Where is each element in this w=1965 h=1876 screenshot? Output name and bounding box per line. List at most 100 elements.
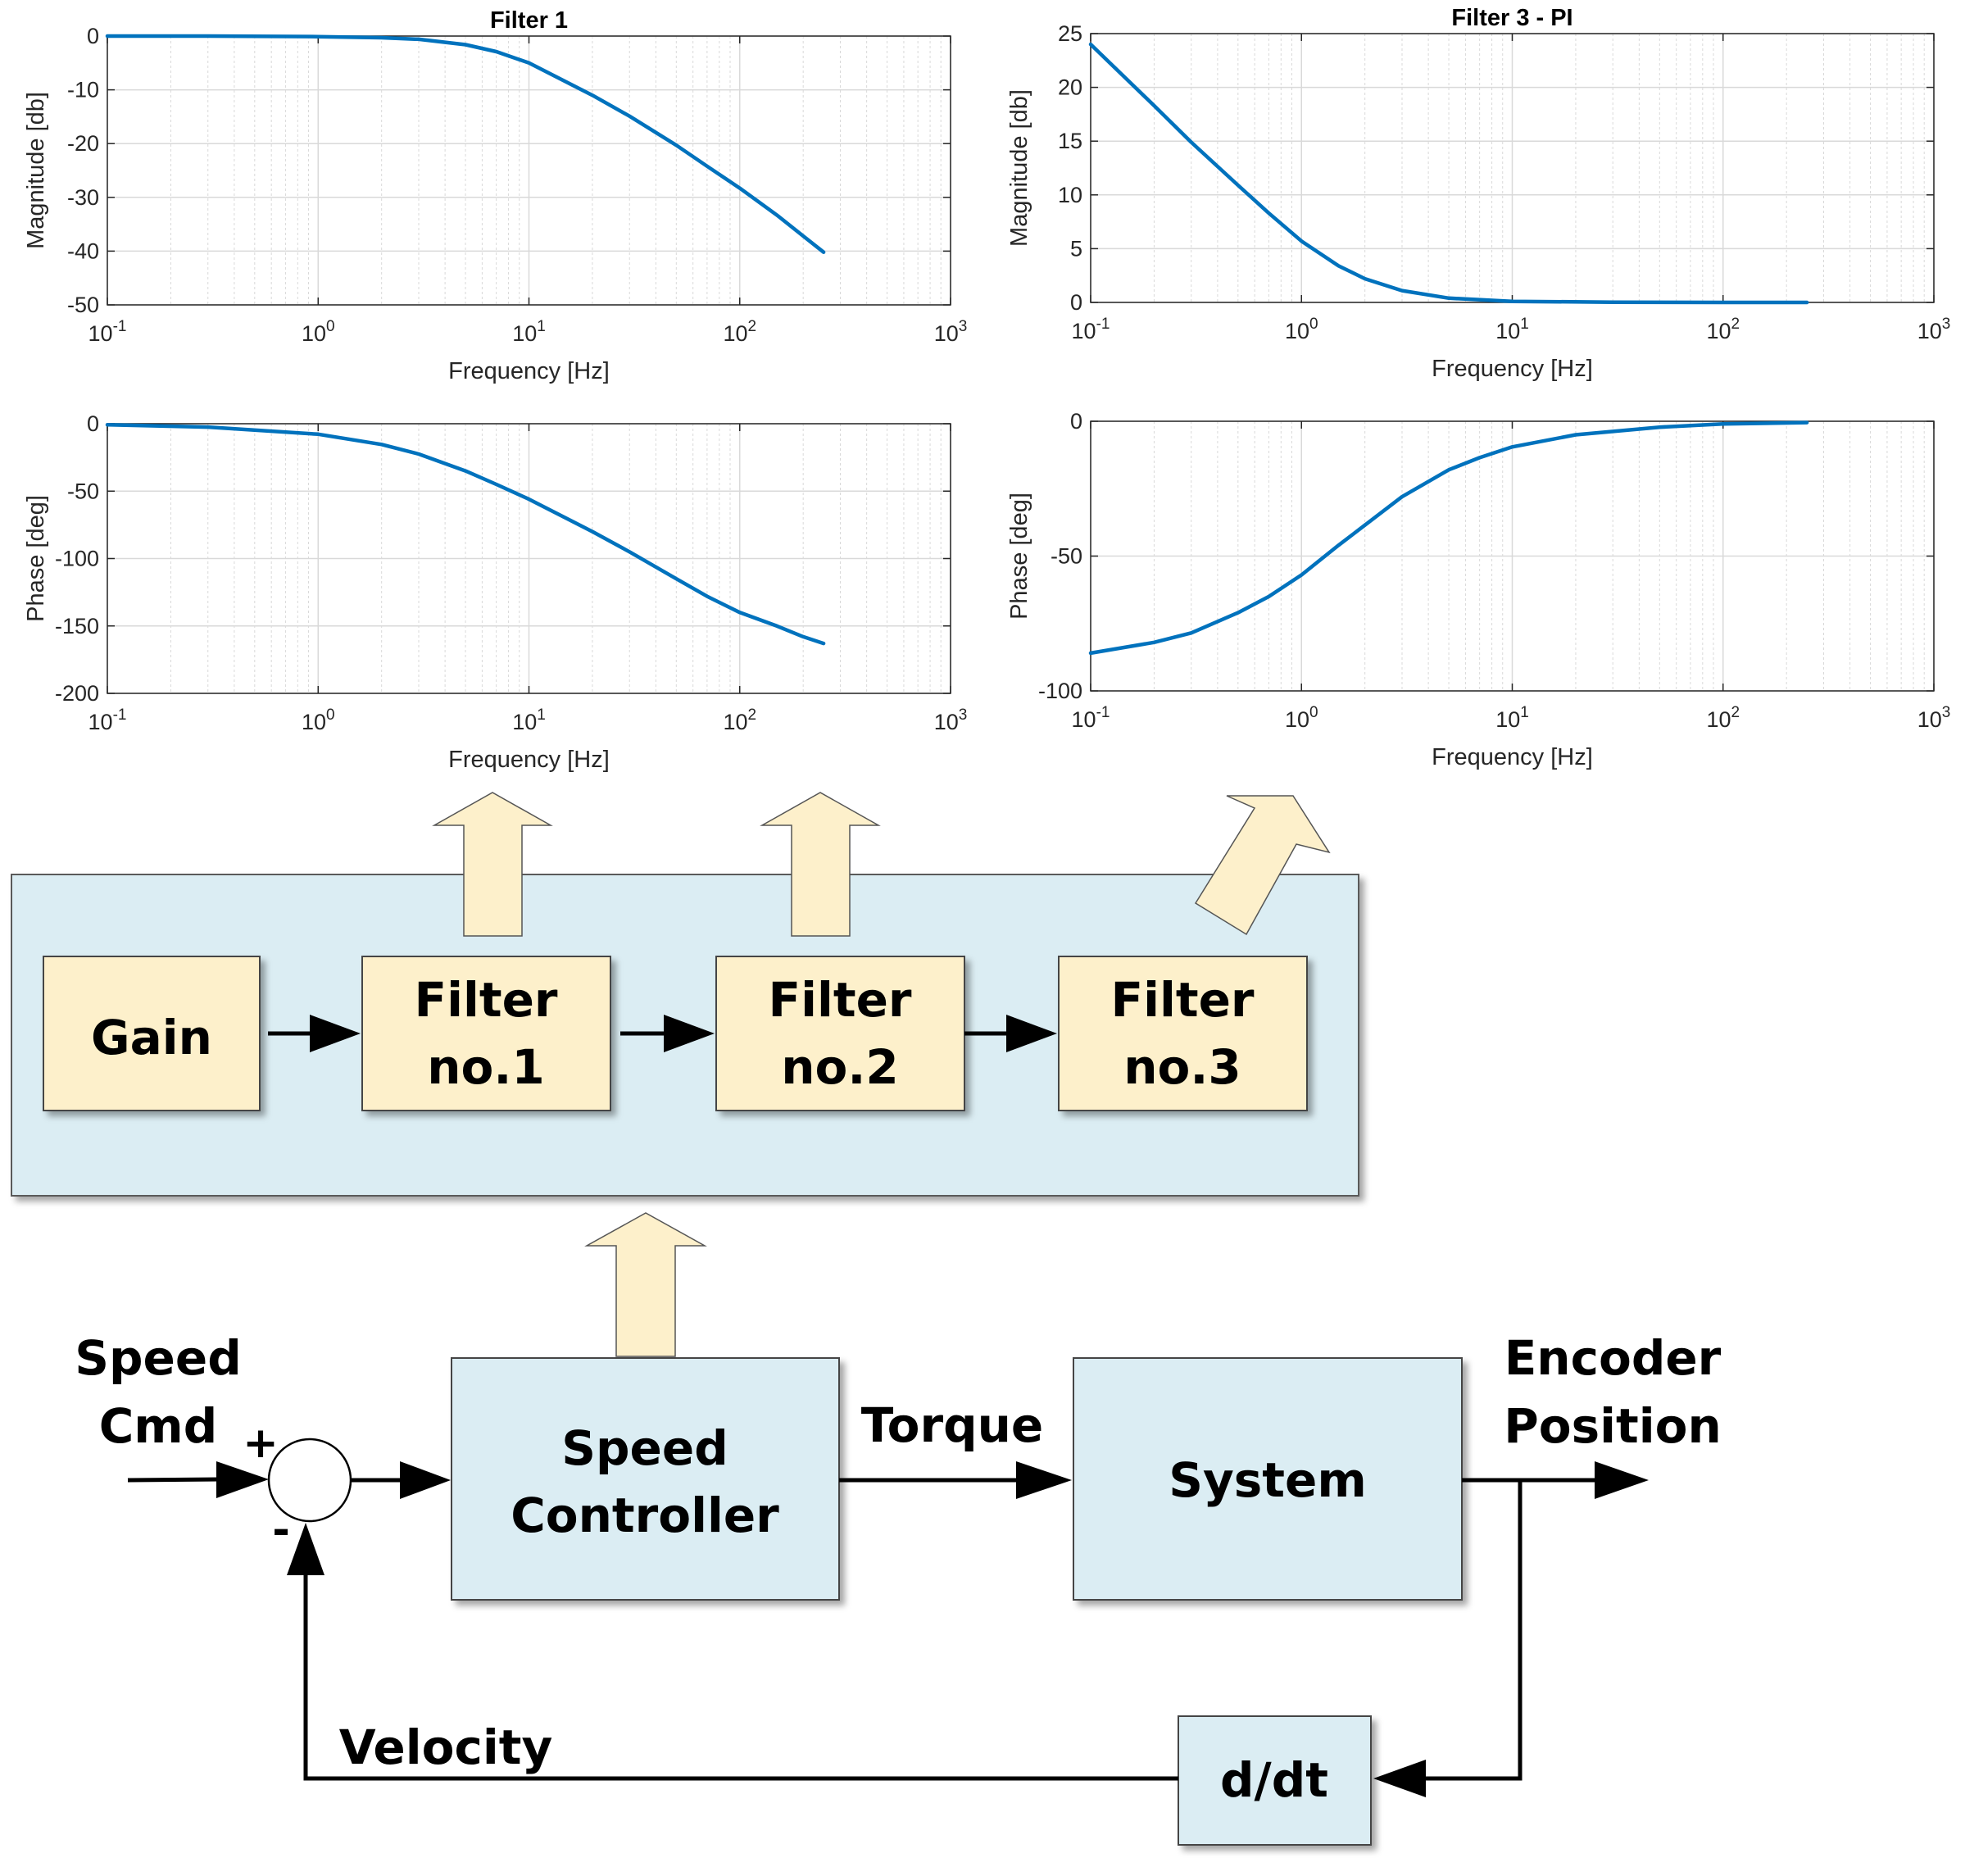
derivative-label: d/dt [1220,1752,1328,1808]
plot-title: Filter 3 - PI [1451,5,1572,31]
plot-title: Filter 1 [490,7,568,34]
filter3-label-line1: Filter [1110,972,1254,1028]
chain-connector-gain-filter1 [268,1015,361,1052]
input-arrowhead [216,1461,269,1498]
derivative-block [1178,1715,1372,1846]
x-tick-label: 100 [1285,316,1318,343]
x-tick-label: 103 [934,318,968,346]
x-tick-label: 103 [1917,316,1951,343]
filter1-output-arrow [432,792,553,937]
minus-sign: - [272,1506,290,1555]
filter1-block [361,956,611,1111]
response-curve [105,423,826,646]
x-tick-label: 102 [723,318,756,346]
x-axis-label: Frequency [Hz] [1432,744,1593,770]
x-tick-label: 101 [1495,316,1529,343]
speed-cmd-label-line2: Cmd [99,1398,218,1454]
y-tick-label: -20 [67,131,99,156]
y-axis-label: Magnitude [db] [23,92,49,249]
torque-label: Torque [861,1397,1043,1453]
y-tick-label: -30 [67,185,99,210]
y-tick-label: -50 [1051,544,1082,569]
filter2-output-arrow [760,792,881,937]
chain-connector-filter1-filter2 [620,1015,715,1052]
y-tick-label: -10 [67,78,99,102]
controller-input-arrowhead [400,1461,451,1499]
x-tick-label: 10-1 [88,318,127,346]
x-tick-label: 100 [302,318,335,346]
feedback-return [303,1572,1178,1781]
y-axis-label: Phase [deg] [23,495,49,622]
speed-controller-label-line1: Speed [561,1420,728,1476]
velocity-label: Velocity [339,1719,553,1775]
y-tick-label: -50 [67,293,99,317]
output-arrowhead [1595,1461,1649,1499]
response-curve [1088,420,1809,656]
y-tick-label: 0 [1070,290,1082,315]
y-tick-label: 20 [1058,75,1082,100]
y-tick-label: 0 [87,411,99,436]
response-curve [105,34,826,254]
speed-controller-label-line2: Controller [511,1488,779,1543]
x-tick-label: 101 [512,318,546,346]
filter-chain-panel: Gain Filter no.1 Filter no.2 Filter no.3 [11,792,1359,1197]
y-tick-label: 0 [87,24,99,48]
filter1-label-line2: no.1 [427,1039,545,1095]
x-tick-label: 103 [1917,704,1951,732]
y-tick-label: 25 [1058,21,1082,46]
y-tick-label: 0 [1070,409,1082,434]
speed-cmd-label-line1: Speed [75,1330,241,1386]
filter3-output-arrow [1194,795,1331,936]
y-axis-label: Phase [deg] [1006,493,1032,620]
controller-expand-arrow [584,1212,707,1357]
y-tick-label: -40 [67,238,99,263]
response-curve [1088,42,1809,305]
feedback-arrowhead [287,1523,324,1575]
control-loop: Speed Cmd + - Speed Controller Torque Sy… [75,1212,1722,1846]
filter3-label-line2: no.3 [1123,1039,1241,1095]
filter1-label-line1: Filter [414,972,557,1028]
chain-connector-filter2-filter3 [964,1015,1057,1052]
x-tick-label: 10-1 [1072,704,1110,732]
derivative-input-arrowhead [1373,1760,1426,1797]
y-axis-label: Magnitude [db] [1006,89,1032,247]
x-tick-label: 100 [302,706,335,734]
plus-sign: + [243,1419,279,1468]
x-tick-label: 103 [934,706,968,734]
x-axis-label: Frequency [Hz] [1432,356,1593,382]
encoder-position-label-line1: Encoder [1504,1330,1722,1386]
x-tick-label: 101 [1495,704,1529,732]
x-tick-label: 10-1 [88,706,127,734]
encoder-position-label-line2: Position [1504,1398,1722,1454]
y-tick-label: -150 [55,614,99,638]
y-tick-label: -100 [1038,679,1082,703]
x-tick-label: 102 [1706,704,1740,732]
feedback-branch [1419,1480,1523,1781]
x-tick-label: 102 [723,706,756,734]
y-tick-label: 15 [1058,129,1082,153]
x-tick-label: 102 [1706,316,1740,343]
y-tick-label: -50 [67,479,99,503]
filter2-label-line1: Filter [768,972,911,1028]
y-tick-label: 10 [1058,183,1082,207]
system-input-arrowhead [1016,1461,1072,1499]
filter3-block [1058,956,1308,1111]
filter2-label-line2: no.2 [781,1039,899,1095]
speed-controller-block [451,1357,840,1601]
x-axis-label: Frequency [Hz] [448,358,610,384]
y-tick-label: -200 [55,681,99,706]
system-label: System [1169,1452,1367,1508]
gain-label: Gain [91,1010,212,1065]
y-tick-label: 5 [1070,236,1082,261]
x-tick-label: 100 [1285,704,1318,732]
x-tick-label: 101 [512,706,546,734]
gain-block [43,956,261,1111]
x-tick-label: 10-1 [1072,316,1110,343]
filter2-block [715,956,965,1111]
y-tick-label: -100 [55,547,99,571]
